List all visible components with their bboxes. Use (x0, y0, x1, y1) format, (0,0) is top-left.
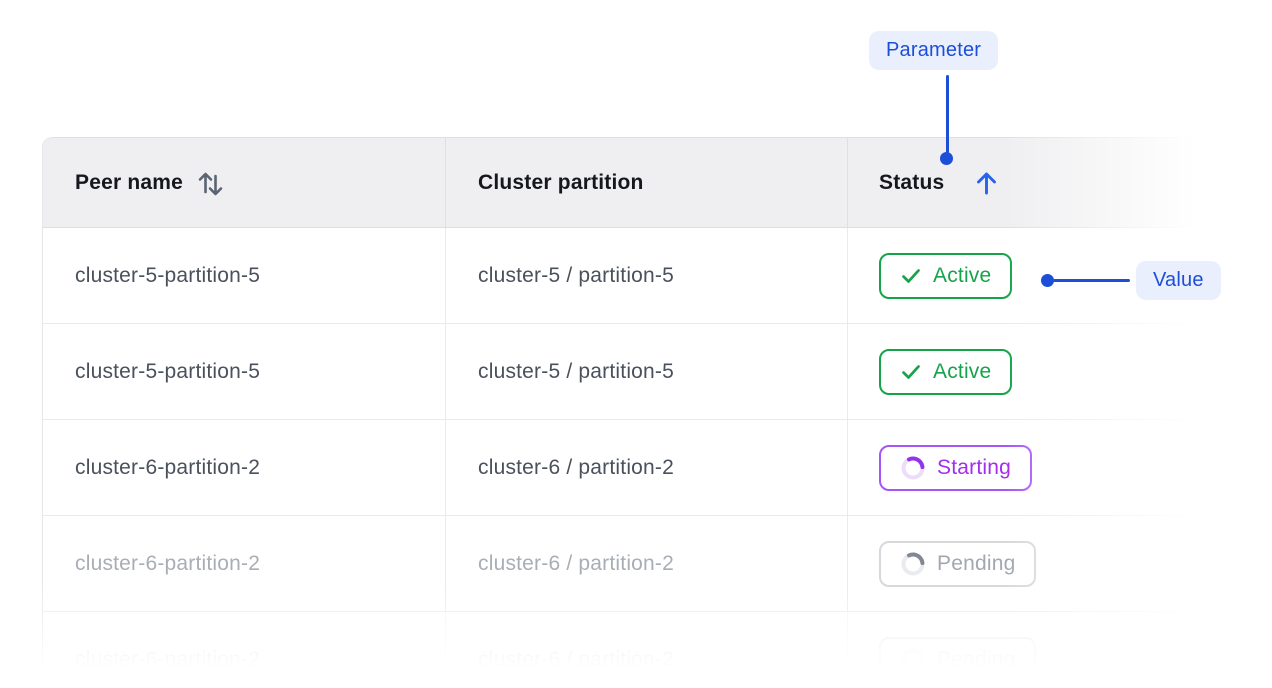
status-badge-active: Active (879, 252, 1013, 299)
parameter-connector-line (946, 75, 949, 153)
value-connector-line (1053, 279, 1130, 282)
value-connector-dot (1041, 274, 1054, 287)
table-row: cluster-5-partition-5 cluster-5 / partit… (43, 324, 1268, 420)
status-cell: Active (848, 324, 1268, 419)
cluster-partition-cell: cluster-5 / partition-5 (446, 324, 848, 419)
status-header-label: Status (879, 170, 945, 194)
peer-name-cell: cluster-5-partition-5 (43, 228, 446, 323)
arrow-up-icon[interactable] (974, 169, 999, 196)
spinner-icon (900, 551, 926, 577)
spinner-icon (900, 455, 926, 481)
status-badge-label: Starting (937, 455, 1011, 479)
status-badge-active: Active (879, 348, 1013, 395)
bottom-fade-overlay (0, 584, 1272, 688)
check-icon (900, 265, 922, 287)
peer-name-cell: cluster-5-partition-5 (43, 324, 446, 419)
peer-name-cell: cluster-6-partition-2 (43, 420, 446, 515)
cluster-partition-cell: cluster-6 / partition-2 (446, 420, 848, 515)
peer-name-cell: cluster-6-partition-2 (43, 516, 446, 611)
table-row: cluster-5-partition-5 cluster-5 / partit… (43, 228, 1268, 324)
cluster-partition-cell: cluster-6 / partition-2 (446, 516, 848, 611)
cluster-partition-cell: cluster-5 / partition-5 (446, 228, 848, 323)
column-header-cluster-partition[interactable]: Cluster partition (446, 138, 848, 227)
column-header-status[interactable]: Status (848, 138, 1268, 227)
status-cell: Active (848, 228, 1268, 323)
peer-name-header-label: Peer name (75, 170, 184, 194)
parameter-connector-dot (940, 152, 953, 165)
status-badge-label: Active (933, 263, 992, 287)
column-header-peer-name[interactable]: Peer name (43, 138, 446, 227)
status-badge-label: Active (933, 359, 992, 383)
value-annotation-pill: Value (1136, 261, 1221, 300)
sort-updown-icon[interactable] (197, 167, 224, 199)
status-badge-label: Pending (937, 551, 1016, 575)
parameter-annotation-pill: Parameter (869, 31, 999, 70)
check-icon (900, 361, 922, 383)
cluster-partition-header-label: Cluster partition (478, 170, 644, 194)
